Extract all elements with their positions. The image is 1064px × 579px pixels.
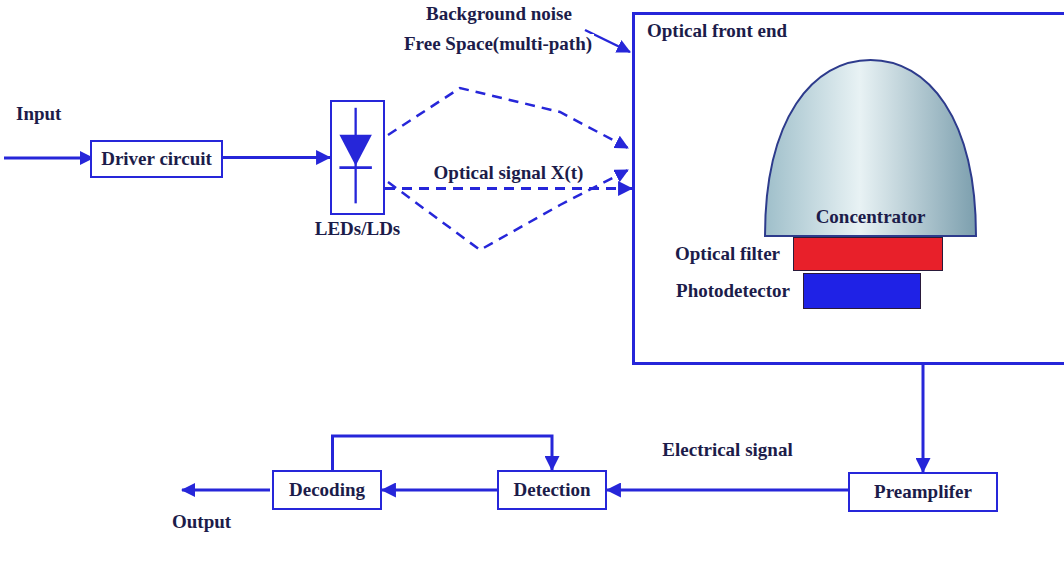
node-text: Detection	[513, 480, 590, 501]
optical-filter: Optical filter	[793, 237, 943, 271]
process-box: Driver circuit	[90, 140, 223, 178]
connector-arrow	[333, 436, 553, 470]
node-text: Optical filter	[675, 244, 780, 265]
process-box: Decoding	[272, 470, 382, 510]
text-label: Output	[170, 512, 233, 533]
connector-arrow	[922, 365, 925, 472]
dome-outline	[765, 60, 976, 236]
process-box: Preamplifer	[848, 472, 998, 512]
node-text: Photodetector	[676, 281, 790, 302]
text-label: Free Space(multi-path)	[402, 34, 594, 55]
text-label: Background noise	[424, 4, 574, 25]
node-text: Concentrator	[816, 207, 926, 228]
photodetector: Photodetector	[803, 273, 921, 309]
node-text: Preamplifer	[874, 482, 972, 503]
diode-symbol	[332, 102, 383, 213]
input-arrow	[4, 157, 93, 160]
edge-label: Optical signal X(t)	[432, 163, 586, 184]
text-label: Input	[14, 104, 63, 125]
receiver-frame: Optical front endConcentratorOptical fil…	[632, 12, 1064, 365]
connector-arrow	[385, 187, 632, 190]
frame-title: Optical front end	[647, 21, 787, 42]
node-text: LEDs/LDs	[315, 219, 401, 240]
led-source: LEDs/LDs	[330, 100, 385, 215]
node-text: Driver circuit	[101, 149, 212, 170]
multipath-upper	[388, 88, 628, 148]
connector-arrow	[382, 489, 497, 492]
process-box: Detection	[497, 470, 607, 510]
concentrator-dome: Concentrator	[763, 58, 978, 238]
node-text: Decoding	[289, 480, 365, 501]
output-arrow	[182, 489, 270, 492]
connector-arrow	[607, 489, 848, 492]
edge-label: Electrical signal	[660, 440, 794, 461]
connector-arrow	[223, 156, 330, 159]
